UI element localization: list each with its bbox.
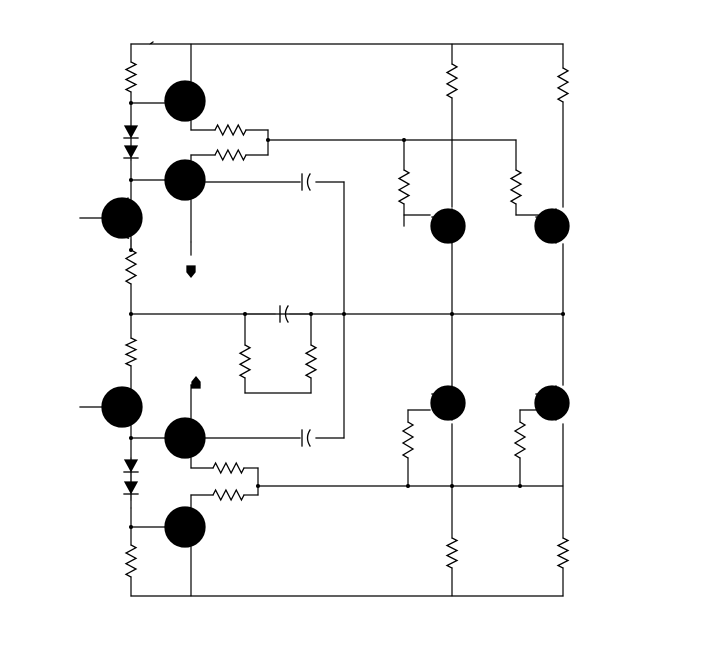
diode bbox=[123, 125, 139, 139]
resistor bbox=[238, 344, 252, 379]
resistor bbox=[556, 67, 570, 103]
junction-dot bbox=[243, 312, 247, 316]
mosfet bbox=[430, 385, 466, 421]
diode bbox=[123, 459, 139, 473]
junction-dot bbox=[406, 484, 410, 488]
pnp-transistor bbox=[164, 159, 206, 201]
npn-transistor bbox=[164, 417, 206, 459]
junction-dot bbox=[309, 312, 313, 316]
junction-dot bbox=[266, 138, 270, 142]
resistor bbox=[124, 61, 138, 93]
mosfet bbox=[534, 385, 570, 421]
npn-transistor bbox=[101, 197, 143, 240]
npn-transistor bbox=[164, 80, 206, 122]
junction-dot bbox=[561, 312, 565, 316]
resistor bbox=[401, 421, 415, 459]
junction-dot bbox=[256, 484, 260, 488]
resistor bbox=[214, 148, 247, 162]
resistor bbox=[445, 63, 459, 99]
input-terminal bbox=[186, 265, 196, 279]
resistor bbox=[212, 488, 245, 502]
input-terminal bbox=[191, 375, 201, 389]
resistor bbox=[397, 169, 411, 205]
resistor bbox=[214, 123, 247, 137]
mosfet bbox=[534, 208, 570, 244]
pnp-transistor bbox=[101, 386, 143, 428]
diode bbox=[123, 481, 139, 495]
resistor bbox=[556, 537, 570, 569]
junction-dot bbox=[129, 436, 133, 440]
diode bbox=[123, 145, 139, 159]
pnp-transistor bbox=[164, 506, 206, 548]
junction-dot bbox=[342, 312, 346, 316]
junction-dot bbox=[450, 484, 454, 488]
resistor bbox=[513, 421, 527, 459]
components bbox=[101, 61, 570, 578]
resistor bbox=[304, 344, 318, 379]
wires bbox=[79, 41, 565, 597]
junction-dot bbox=[450, 312, 454, 316]
junction-dot bbox=[129, 178, 133, 182]
junction-dot bbox=[518, 484, 522, 488]
junction-dot bbox=[129, 525, 133, 529]
mosfet bbox=[430, 208, 466, 244]
resistor bbox=[124, 544, 138, 578]
resistor bbox=[509, 169, 523, 205]
resistor bbox=[124, 337, 138, 367]
junction-dot bbox=[129, 312, 133, 316]
junction-dot bbox=[129, 101, 133, 105]
capacitor bbox=[301, 173, 311, 191]
resistor bbox=[212, 461, 245, 475]
resistor bbox=[124, 249, 138, 285]
junction-dot bbox=[402, 138, 406, 142]
capacitor bbox=[279, 305, 289, 323]
resistor bbox=[445, 537, 459, 569]
capacitor bbox=[301, 429, 311, 447]
